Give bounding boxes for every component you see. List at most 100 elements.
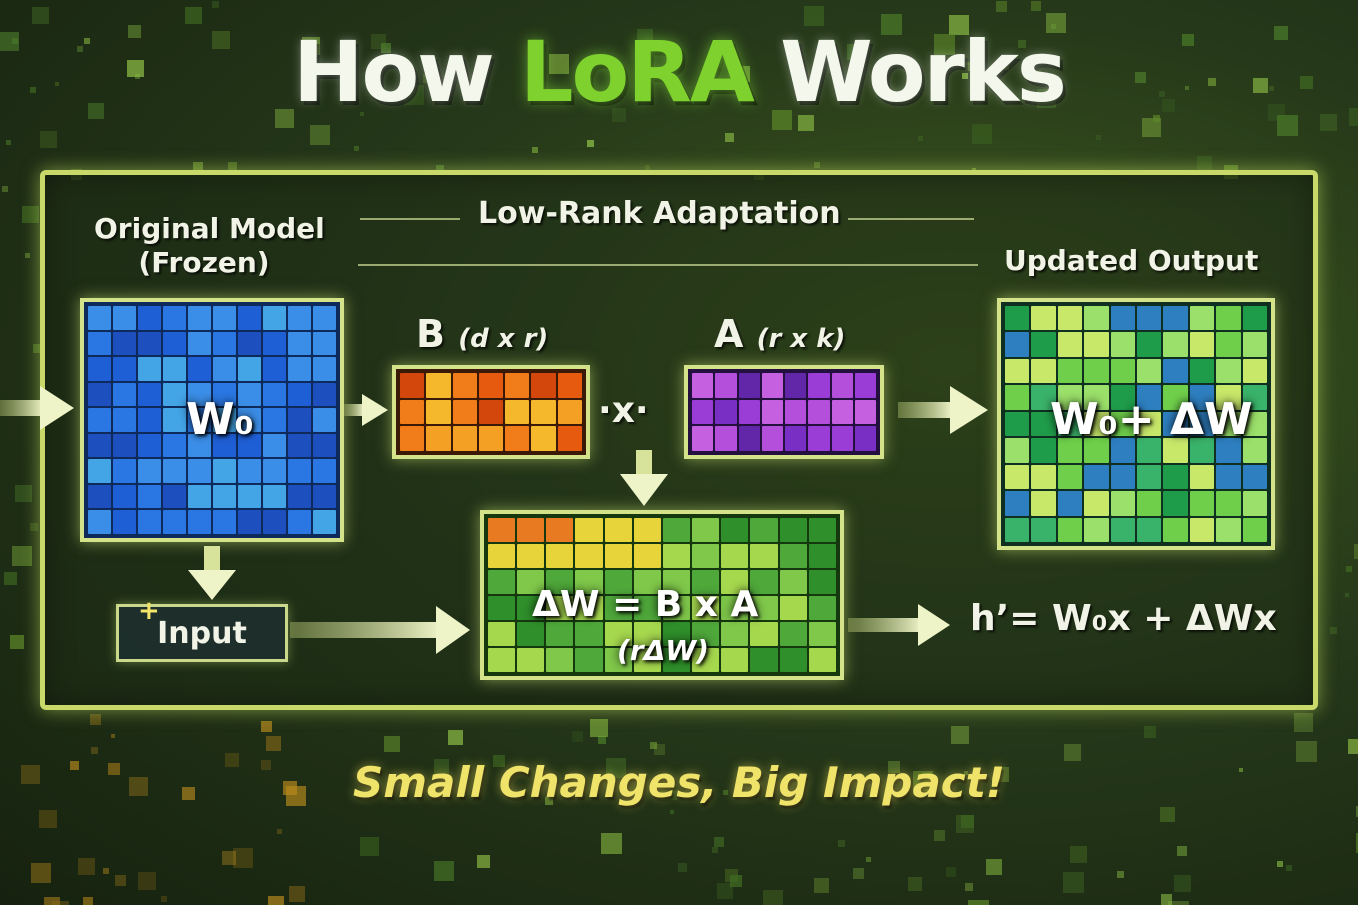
background-tile: [77, 46, 83, 52]
matrix-cell: [1057, 464, 1083, 490]
matrix-cell: [1084, 491, 1109, 516]
background-tile: [289, 886, 305, 902]
background-tile: [612, 108, 626, 122]
matrix-cell: [721, 570, 749, 594]
matrix-cell: [557, 426, 582, 451]
matrix-cell: [1189, 491, 1215, 516]
matrix-cell: [88, 408, 111, 432]
matrix-cell: [692, 518, 720, 542]
matrix-cell: [575, 518, 603, 542]
background-tile: [1320, 114, 1337, 131]
background-tile: [127, 60, 144, 77]
title-how: How: [293, 23, 520, 121]
background-tile: [866, 857, 871, 862]
matrix-cell: [488, 622, 516, 646]
background-tile: [268, 896, 284, 905]
matrix-cell: [488, 648, 516, 672]
matrix-cell: [1110, 517, 1135, 542]
background-tile: [434, 759, 449, 774]
matrix-cell: [1189, 385, 1215, 410]
matrix-cell: [288, 484, 311, 509]
background-tile: [645, 165, 650, 170]
background-tile: [182, 787, 195, 800]
matrix-cell: [1057, 411, 1083, 437]
background-tile: [233, 848, 253, 868]
background-tile: [908, 877, 922, 891]
matrix-cell: [1057, 306, 1083, 331]
background-tile: [436, 165, 444, 173]
matrix-cell: [1005, 491, 1030, 516]
matrix-cell: [808, 518, 836, 542]
matrix-cell: [750, 648, 778, 672]
matrix-cell: [263, 382, 286, 407]
background-tile: [1070, 846, 1087, 863]
background-tile: [381, 43, 391, 53]
background-tile: [111, 734, 115, 738]
background-tile: [384, 736, 400, 752]
background-tile: [128, 25, 141, 38]
matrix-cell: [1031, 332, 1056, 357]
background-tile: [1018, 40, 1026, 48]
matrix-cell: [662, 596, 691, 620]
background-tile: [1160, 807, 1175, 822]
multiply-sign: ·x·: [598, 390, 649, 431]
matrix-cell: [400, 399, 425, 425]
matrix-cell: [1084, 464, 1109, 490]
background-tile: [650, 742, 657, 749]
background-tile: [32, 7, 49, 24]
matrix-cell: [546, 596, 574, 620]
background-tile: [360, 837, 379, 856]
matrix-cell: [213, 357, 236, 381]
matrix-cell: [1163, 385, 1188, 410]
background-tile: [913, 771, 933, 791]
matrix-cell: [163, 408, 186, 432]
matrix-cell: [488, 570, 516, 594]
matrix-cell: [138, 484, 161, 509]
matrix-cell: [88, 357, 111, 381]
matrix-cell: [426, 373, 451, 398]
background-tile: [654, 744, 665, 755]
matrix-cell: [263, 357, 286, 381]
background-tile: [590, 719, 608, 737]
matrix-cell: [1189, 517, 1215, 542]
matrix-cell: [692, 648, 720, 672]
matrix-cell: [604, 648, 632, 672]
matrix-cell: [721, 648, 749, 672]
matrix-cell: [188, 331, 211, 356]
background-tile: [2, 186, 8, 192]
background-tile: [931, 56, 937, 62]
matrix-cell: [750, 622, 778, 646]
matrix-cell: [692, 426, 714, 451]
background-tile: [1142, 118, 1161, 137]
background-tile: [161, 896, 167, 902]
background-tile: [1004, 65, 1009, 70]
background-tile: [84, 38, 90, 44]
matrix-cell: [1216, 385, 1241, 410]
matrix-cell: [113, 484, 136, 509]
background-tile: [1208, 78, 1216, 86]
matrix-cell: [531, 373, 556, 398]
background-tile: [1349, 108, 1358, 126]
matrix-cell: [546, 544, 574, 568]
matrix-cell: [163, 382, 186, 407]
matrix-cell: [557, 373, 582, 398]
background-tile: [4, 572, 17, 585]
matrix-cell: [163, 357, 186, 381]
background-tile: [275, 109, 294, 128]
matrix-cell: [517, 518, 545, 542]
background-tile: [714, 837, 724, 847]
matrix-cell: [313, 331, 336, 356]
matrix-cell: [452, 373, 477, 398]
background-tile: [964, 771, 968, 775]
background-tile: [715, 61, 722, 68]
matrix-cell: [1242, 464, 1267, 490]
matrix-cell: [1005, 464, 1030, 490]
matrix-cell: [1189, 464, 1215, 490]
background-tile: [1153, 115, 1160, 122]
background-tile: [225, 753, 239, 767]
matrix-cell: [113, 510, 136, 534]
matrix-cell: [854, 399, 876, 425]
background-tile: [772, 110, 792, 130]
matrix-cell: [238, 331, 261, 356]
